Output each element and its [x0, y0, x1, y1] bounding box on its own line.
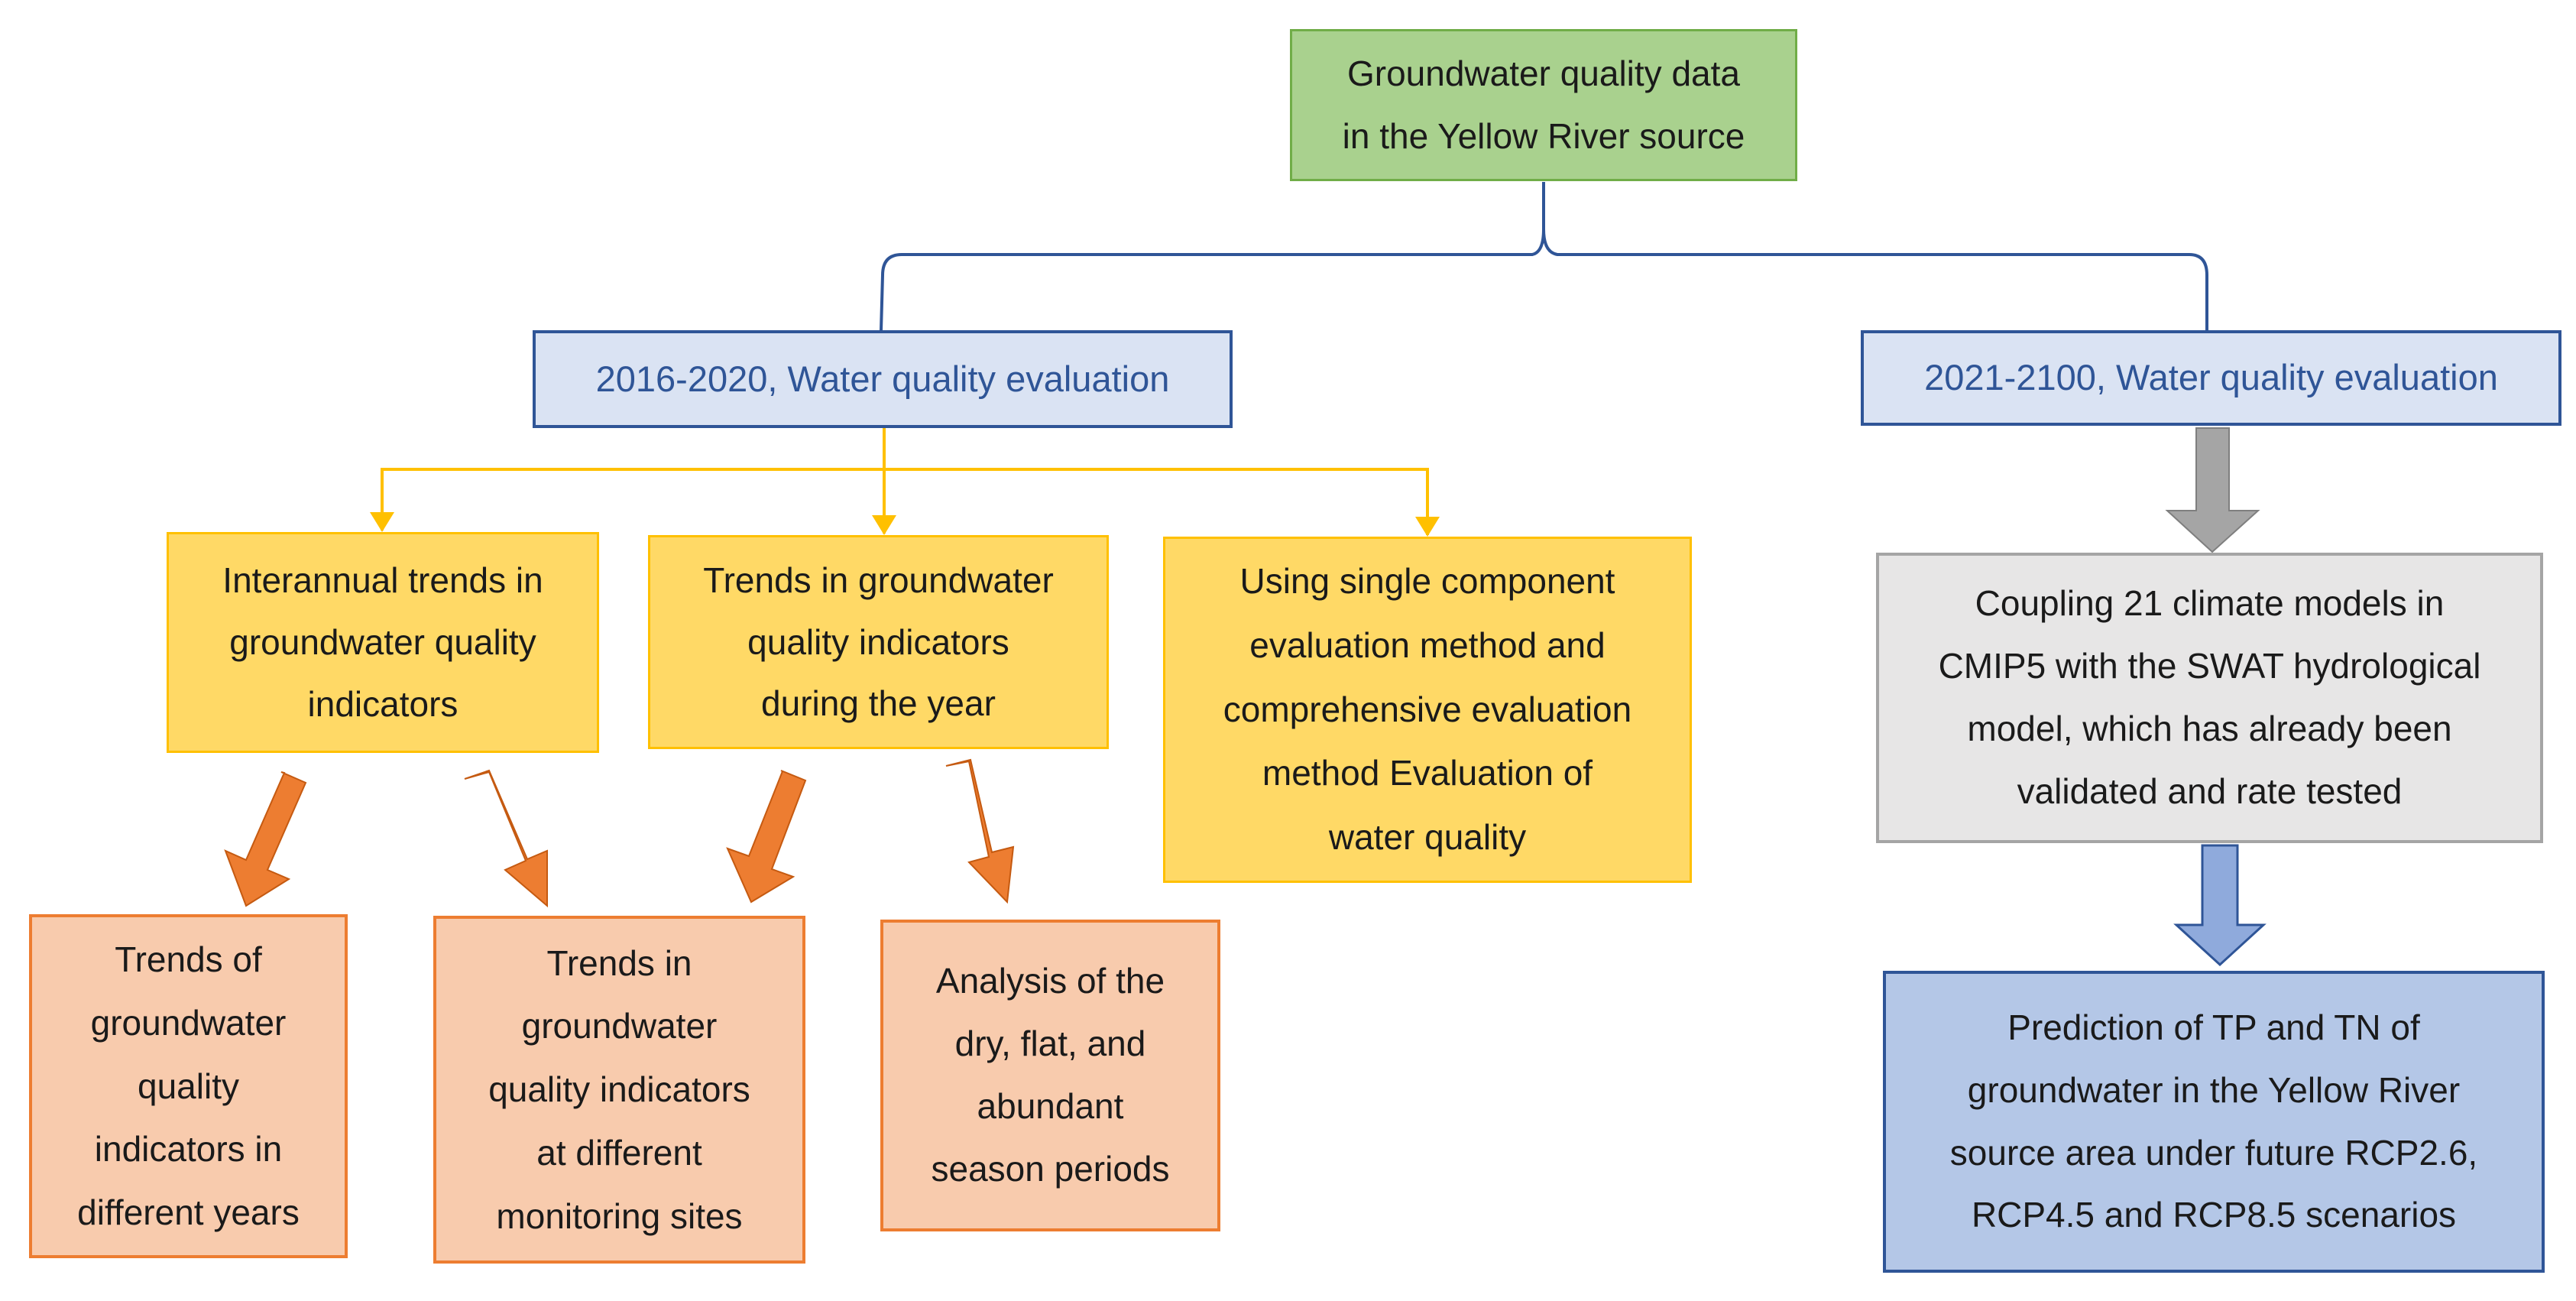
root-node: Groundwater quality data in the Yellow R… — [1290, 29, 1797, 181]
arrow-coupling-prediction — [2173, 844, 2267, 967]
tp-tn-prediction-node: Prediction of TP and TN of groundwater i… — [1883, 971, 2545, 1273]
yellow-arrowheads — [370, 512, 1440, 537]
root-brace-connector — [880, 182, 2208, 331]
arrow-interannual-years — [224, 771, 307, 907]
period-2021-2100-node: 2021-2100, Water quality evaluation — [1861, 330, 2561, 426]
yellow-connectors — [381, 428, 1429, 535]
during-year-trends-node: Trends in groundwater quality indicators… — [648, 535, 1109, 749]
monitoring-sites-node: Trends in groundwater quality indicators… — [433, 916, 805, 1264]
arrow-year-seasons — [945, 758, 1015, 904]
arrow-future-coupling — [2165, 427, 2260, 553]
interannual-trends-node: Interannual trends in groundwater qualit… — [167, 532, 599, 753]
different-years-node: Trends of groundwater quality indicators… — [29, 914, 348, 1258]
single-component-evaluation-node: Using single component evaluation method… — [1163, 537, 1692, 883]
period-2016-2020-node: 2016-2020, Water quality evaluation — [533, 330, 1233, 428]
arrow-interannual-sites — [464, 769, 548, 908]
orange-arrows — [224, 758, 1015, 908]
climate-model-coupling-node: Coupling 21 climate models in CMIP5 with… — [1876, 553, 2543, 843]
season-periods-node: Analysis of the dry, flat, and abundant … — [880, 920, 1220, 1231]
arrow-year-sites — [726, 770, 807, 904]
